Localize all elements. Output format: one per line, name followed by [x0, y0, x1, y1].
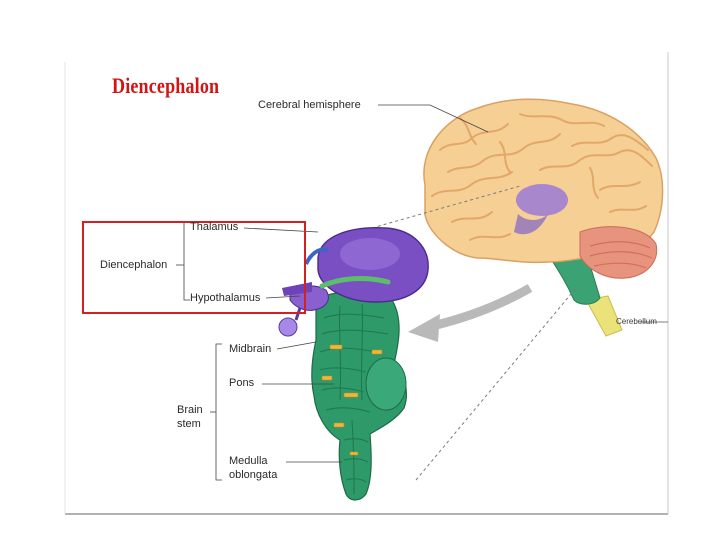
label-hypothalamus: Hypothalamus — [190, 292, 261, 304]
label-cerebellum: Cerebellum — [616, 317, 657, 326]
label-pons: Pons — [229, 377, 255, 389]
slide-frame — [64, 52, 669, 515]
label-thalamus: Thalamus — [190, 221, 239, 233]
label-medulla-line2: oblongata — [229, 469, 278, 481]
label-medulla-line1: Medulla — [229, 455, 268, 467]
slide-title: Diencephalon — [112, 73, 220, 98]
label-cerebral-hemisphere: Cerebral hemisphere — [258, 99, 361, 111]
label-diencephalon: Diencephalon — [100, 259, 168, 271]
whole-brain — [423, 98, 668, 337]
connector-lines — [371, 185, 577, 481]
label-brain-stem-line1: Brain — [177, 404, 203, 416]
diencephalon-highlight-box — [82, 221, 306, 314]
enlargement-arrow — [408, 284, 533, 342]
enlarged-brainstem — [278, 227, 429, 501]
label-midbrain: Midbrain — [229, 343, 272, 355]
label-brain-stem-line2: stem — [177, 418, 201, 430]
